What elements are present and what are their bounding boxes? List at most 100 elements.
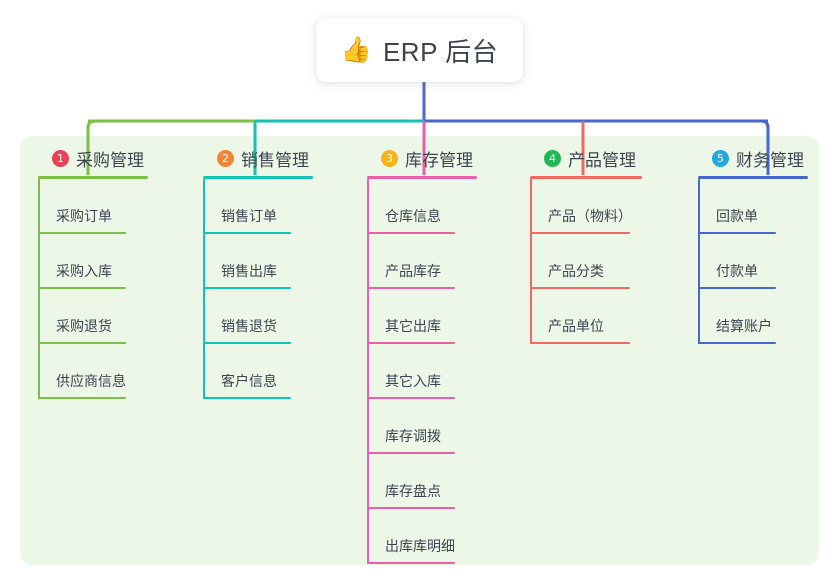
leaf-node[interactable]: 仓库信息 [367, 179, 477, 234]
leaf-node[interactable]: 库存调拨 [367, 399, 477, 454]
leaf-rule [367, 452, 455, 454]
leaf-node[interactable]: 销售订单 [203, 179, 313, 234]
leaf-rule [38, 232, 126, 234]
leaf-rule [38, 287, 126, 289]
branch-title-4: 产品管理 [568, 150, 636, 170]
branch-title-3: 库存管理 [405, 150, 473, 170]
branch-items-1: 采购订单采购入库采购退货供应商信息 [38, 179, 148, 399]
diagram-panel [20, 136, 819, 565]
branch-trunk-5 [698, 179, 700, 344]
leaf-node[interactable]: 付款单 [698, 234, 808, 289]
leaf-label: 采购入库 [56, 263, 112, 279]
leaf-rule [698, 287, 776, 289]
leaf-label: 产品（物料） [548, 208, 632, 224]
branch-title-1: 采购管理 [76, 150, 144, 170]
branch-trunk-3 [367, 179, 369, 564]
leaf-node[interactable]: 其它入库 [367, 344, 477, 399]
leaf-rule [203, 397, 291, 399]
branch-header-4[interactable]: 4 产品管理 [530, 146, 642, 170]
branch-trunk-2 [203, 179, 205, 399]
leaf-node[interactable]: 出库库明细 [367, 509, 477, 564]
leaf-rule [698, 232, 776, 234]
leaf-rule [367, 507, 455, 509]
leaf-label: 产品单位 [548, 318, 604, 334]
leaf-node[interactable]: 其它出库 [367, 289, 477, 344]
leaf-node[interactable]: 回款单 [698, 179, 808, 234]
branch-title-2: 销售管理 [241, 150, 309, 170]
leaf-label: 销售退货 [221, 318, 277, 334]
leaf-node[interactable]: 产品库存 [367, 234, 477, 289]
root-node-label: ERP 后台 [382, 36, 499, 67]
leaf-rule [38, 342, 126, 344]
leaf-node[interactable]: 库存盘点 [367, 454, 477, 509]
branch-column-1: 1 采购管理采购订单采购入库采购退货供应商信息 [38, 146, 148, 399]
leaf-node[interactable]: 产品分类 [530, 234, 642, 289]
leaf-rule [367, 232, 455, 234]
leaf-label: 出库库明细 [385, 538, 455, 554]
branch-header-2[interactable]: 2 销售管理 [203, 146, 313, 170]
branch-rule-2 [203, 176, 313, 179]
branch-badge-1: 1 [52, 149, 69, 167]
branch-badge-2: 2 [217, 149, 234, 167]
branch-badge-4: 4 [544, 149, 561, 167]
leaf-label: 付款单 [716, 263, 758, 279]
branch-header-1[interactable]: 1 采购管理 [38, 146, 148, 170]
branch-column-5: 5 财务管理回款单付款单结算账户 [698, 146, 808, 344]
branch-items-4: 产品（物料） 产品分类产品单位 [530, 179, 642, 344]
leaf-node[interactable]: 产品（物料） [530, 179, 642, 234]
branch-trunk-4 [530, 179, 532, 344]
branch-header-5[interactable]: 5 财务管理 [698, 146, 808, 170]
leaf-rule [203, 232, 291, 234]
branch-rule-3 [367, 176, 477, 179]
leaf-label: 产品分类 [548, 263, 604, 279]
branch-rule-4 [530, 176, 642, 179]
branch-column-3: 3 库存管理仓库信息产品库存其它出库其它入库库存调拨库存盘点出库库明细 [367, 146, 477, 564]
leaf-label: 采购订单 [56, 208, 112, 224]
leaf-label: 仓库信息 [385, 208, 441, 224]
leaf-node[interactable]: 采购订单 [38, 179, 148, 234]
leaf-label: 库存调拨 [385, 428, 441, 444]
branch-items-3: 仓库信息产品库存其它出库其它入库库存调拨库存盘点出库库明细 [367, 179, 477, 564]
leaf-rule [367, 397, 455, 399]
leaf-node[interactable]: 结算账户 [698, 289, 808, 344]
leaf-label: 客户信息 [221, 373, 277, 389]
branch-trunk-1 [38, 179, 40, 399]
leaf-rule [530, 232, 630, 234]
leaf-label: 库存盘点 [385, 483, 441, 499]
branch-header-3[interactable]: 3 库存管理 [367, 146, 477, 170]
leaf-rule [367, 287, 455, 289]
leaf-label: 采购退货 [56, 318, 112, 334]
branch-badge-3: 3 [381, 149, 398, 167]
leaf-node[interactable]: 供应商信息 [38, 344, 148, 399]
leaf-rule [38, 397, 126, 399]
leaf-rule [203, 342, 291, 344]
leaf-node[interactable]: 采购入库 [38, 234, 148, 289]
branch-rule-1 [38, 176, 148, 179]
leaf-node[interactable]: 销售退货 [203, 289, 313, 344]
branch-column-4: 4 产品管理产品（物料） 产品分类产品单位 [530, 146, 642, 344]
leaf-node[interactable]: 产品单位 [530, 289, 642, 344]
leaf-label: 供应商信息 [56, 373, 126, 389]
leaf-rule [530, 287, 630, 289]
thumbs-up-icon: 👍 [340, 35, 372, 64]
leaf-label: 回款单 [716, 208, 758, 224]
leaf-rule [530, 342, 630, 344]
leaf-label: 销售订单 [221, 208, 277, 224]
root-node[interactable]: 👍 ERP 后台 [316, 18, 523, 82]
branch-rule-5 [698, 176, 808, 179]
leaf-label: 其它出库 [385, 318, 441, 334]
leaf-rule [203, 287, 291, 289]
branch-items-2: 销售订单销售出库销售退货客户信息 [203, 179, 313, 399]
leaf-node[interactable]: 销售出库 [203, 234, 313, 289]
branch-title-5: 财务管理 [736, 150, 804, 170]
branch-badge-5: 5 [712, 149, 729, 167]
leaf-rule [367, 342, 455, 344]
branch-items-5: 回款单付款单结算账户 [698, 179, 808, 344]
branch-column-2: 2 销售管理销售订单销售出库销售退货客户信息 [203, 146, 313, 399]
leaf-label: 产品库存 [385, 263, 441, 279]
leaf-label: 销售出库 [221, 263, 277, 279]
leaf-node[interactable]: 客户信息 [203, 344, 313, 399]
leaf-node[interactable]: 采购退货 [38, 289, 148, 344]
leaf-rule [367, 562, 455, 564]
